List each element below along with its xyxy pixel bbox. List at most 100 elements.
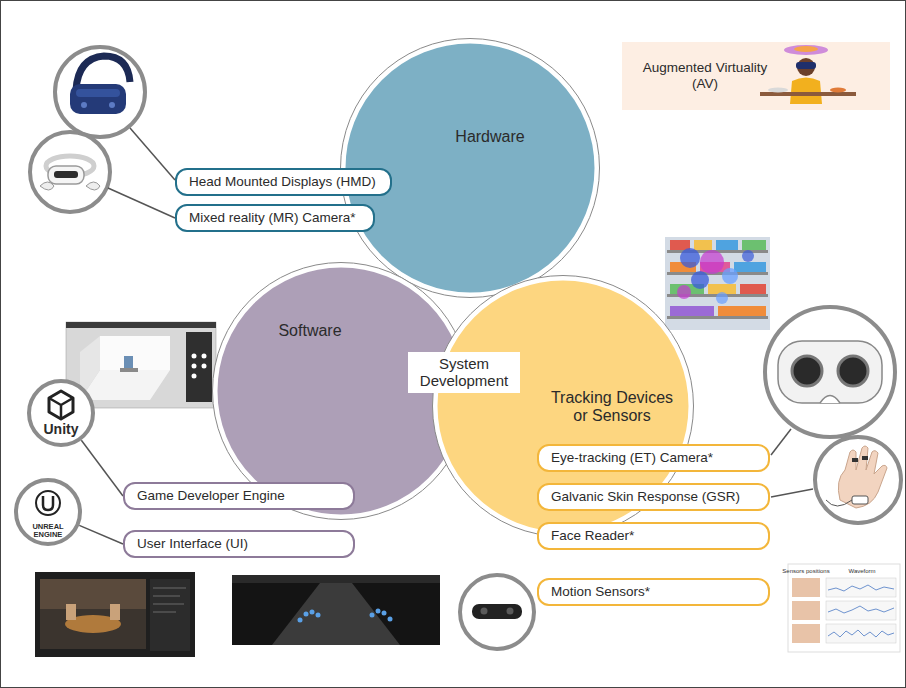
heatmap-image [670,306,714,316]
motion-sensor-photo [460,575,534,649]
unreal-screenshot [66,604,76,620]
component-box: Head Mounted Displays (HMD) [175,168,392,196]
motion-screenshot [232,575,440,645]
node-label: Motion Sensors* [551,584,650,600]
unreal-screenshot [153,604,184,605]
gsr-hand-photo [815,437,901,523]
heatmap-image [734,262,766,272]
motion-screenshot [376,609,381,614]
text-holder: UNREAL ENGINE [28,523,68,539]
motion-screenshot [232,575,440,583]
node-label: Augmented Virtuality (AV) [635,60,775,91]
node-label: Software [278,322,341,340]
component-box: Motion Sensors* [537,578,770,606]
av-illustration [784,45,828,55]
sensor-waveform-chart [828,585,894,591]
motion-screenshot [298,618,303,623]
unity-screenshot [192,374,197,379]
leader-line [771,489,813,497]
chart-caption: Sensors positions [782,568,829,575]
component-box: Game Developer Engine [123,482,355,510]
gsr-hand-photo [862,456,868,460]
unity-screenshot [192,354,197,359]
motion-screenshot [370,613,375,618]
unreal-logo [16,480,80,544]
av-illustration [796,62,816,69]
sensor-waveform-chart [788,564,900,652]
av-illustration [760,92,856,96]
sensor-waveform-chart [792,624,820,643]
eye-tracker-photo [792,356,822,386]
headset-photo [55,47,145,137]
unreal-screenshot [40,579,146,609]
headset-photo [48,166,84,184]
center-label: System Development [408,352,520,393]
unreal-logo [43,496,53,510]
motion-sensor-photo [481,608,488,615]
text-holder: Software [278,322,341,340]
component-box: Face Reader* [537,522,770,550]
callout-panel: Augmented Virtuality (AV) [622,42,788,110]
connector-line [81,440,123,496]
unity-logo [29,381,93,445]
eye-tracker-photo [778,341,882,403]
eye-tracker-photo [765,307,895,437]
unity-screenshot [120,368,138,372]
unity-logo [49,391,73,419]
logo-ring [29,381,93,445]
unreal-screenshot [153,596,180,597]
node-label: Galvanic Skin Response (GSR) [551,489,740,505]
unity-screenshot [202,354,207,359]
sensor-waveform-chart [828,606,894,613]
heatmap-image [680,248,700,268]
headset-photo [81,102,87,108]
text-holder: Unity [44,421,79,437]
component-box: Mixed reality (MR) Camera* [175,204,375,232]
unity-screenshot [186,332,212,402]
unreal-screenshot [153,612,176,613]
sensor-waveform-chart [826,601,896,620]
sensor-waveform-chart [826,624,896,643]
heatmap-image [667,316,768,319]
motion-screenshot [272,583,400,645]
node-label: Eye-tracking (ET) Camera* [551,450,713,466]
av-illustration [768,88,788,93]
headset-photo [86,182,100,190]
logo-circle: Unity [27,379,95,447]
node-label: User Interface (UI) [137,536,248,552]
headset-photo [30,132,110,212]
unreal-screenshot [150,579,190,651]
gsr-hand-photo [815,437,901,523]
eye-tracker-photo [838,356,868,386]
text-holder: Tracking Devices or Sensors [545,389,680,426]
node-label: Head Mounted Displays (HMD) [189,174,376,190]
motion-screenshot [232,575,440,645]
av-illustration [790,78,822,105]
leader-line [130,128,175,180]
unity-logo [29,381,93,445]
motion-sensor-photo [460,575,534,649]
headset-photo [70,84,126,114]
node-label: Unity [44,421,79,437]
unity-screenshot [124,356,133,370]
node-label: Tracking Devices or Sensors [545,389,680,426]
headset-photo [55,47,145,137]
gsr-hand-photo [826,500,852,506]
headset-photo [30,132,110,212]
heatmap-image [740,284,766,294]
component-box: User Interface (UI) [123,530,355,558]
heatmap-image [742,250,754,262]
unity-screenshot [66,322,216,328]
gsr-hand-photo [852,496,868,504]
logo-circle: UNREAL ENGINE [14,478,82,546]
node-label: Mixed reality (MR) Camera* [189,210,356,226]
unreal-logo [16,480,80,544]
leader-line [771,429,791,455]
av-illustration [830,88,846,93]
component-box: Galvanic Skin Response (GSR) [537,483,770,511]
text-holder: Hardware [455,128,524,146]
unreal-screenshot [35,572,195,657]
component-box: Eye-tracking (ET) Camera* [537,444,770,472]
headset-photo [76,89,120,97]
